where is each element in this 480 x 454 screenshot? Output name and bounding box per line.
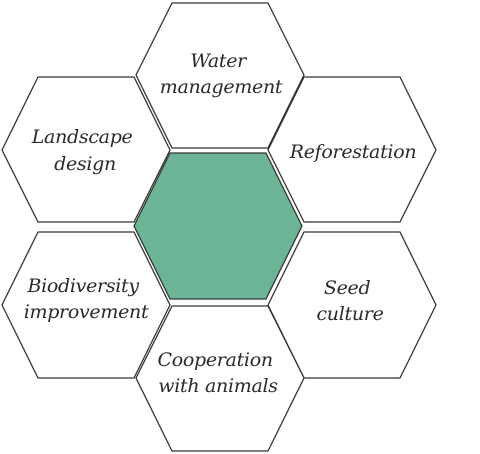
hex-cooperation-line-1: Cooperation	[157, 349, 272, 371]
hex-seed-label: Seed culture	[316, 277, 383, 325]
hex-landscape-design: Landscape design	[1, 76, 171, 223]
hex-biodiversity-improvement: Biodiversity improvement	[1, 231, 171, 379]
hex-landscape-line-2: design	[54, 153, 116, 175]
hex-cooperation-shape	[135, 305, 305, 452]
hex-cooperation-label: Cooperation with animals	[157, 349, 278, 397]
hex-water-line-2: management	[160, 76, 283, 98]
hex-water-management: Water management	[135, 2, 305, 149]
hex-center-shape	[133, 152, 303, 300]
hex-biodiversity-label: Biodiversity improvement	[24, 275, 149, 323]
hex-reforestation: Reforestation	[267, 76, 437, 223]
hex-water-line-1: Water	[190, 50, 248, 72]
hex-center	[133, 152, 303, 300]
hex-seed-line-2: culture	[316, 303, 383, 325]
hex-seed-culture: Seed culture	[267, 231, 437, 379]
hex-biodiversity-line-2: improvement	[24, 301, 149, 323]
hex-reforestation-line-1: Reforestation	[289, 141, 417, 163]
hex-biodiversity-line-1: Biodiversity	[26, 275, 139, 297]
hex-cooperation-with-animals: Cooperation with animals	[135, 305, 305, 452]
hex-landscape-label: Landscape design	[31, 126, 139, 175]
hex-water-shape	[135, 2, 305, 149]
hex-cooperation-line-2: with animals	[158, 375, 278, 397]
hex-biodiversity-shape	[1, 231, 171, 379]
hex-landscape-line-1: Landscape	[31, 126, 133, 148]
hex-seed-shape	[267, 231, 437, 379]
hex-seed-line-1: Seed	[324, 277, 371, 299]
hex-landscape-shape	[1, 76, 171, 223]
hex-reforestation-shape	[267, 76, 437, 223]
hex-water-label: Water management	[160, 50, 283, 98]
hex-reforestation-label: Reforestation	[289, 141, 417, 163]
